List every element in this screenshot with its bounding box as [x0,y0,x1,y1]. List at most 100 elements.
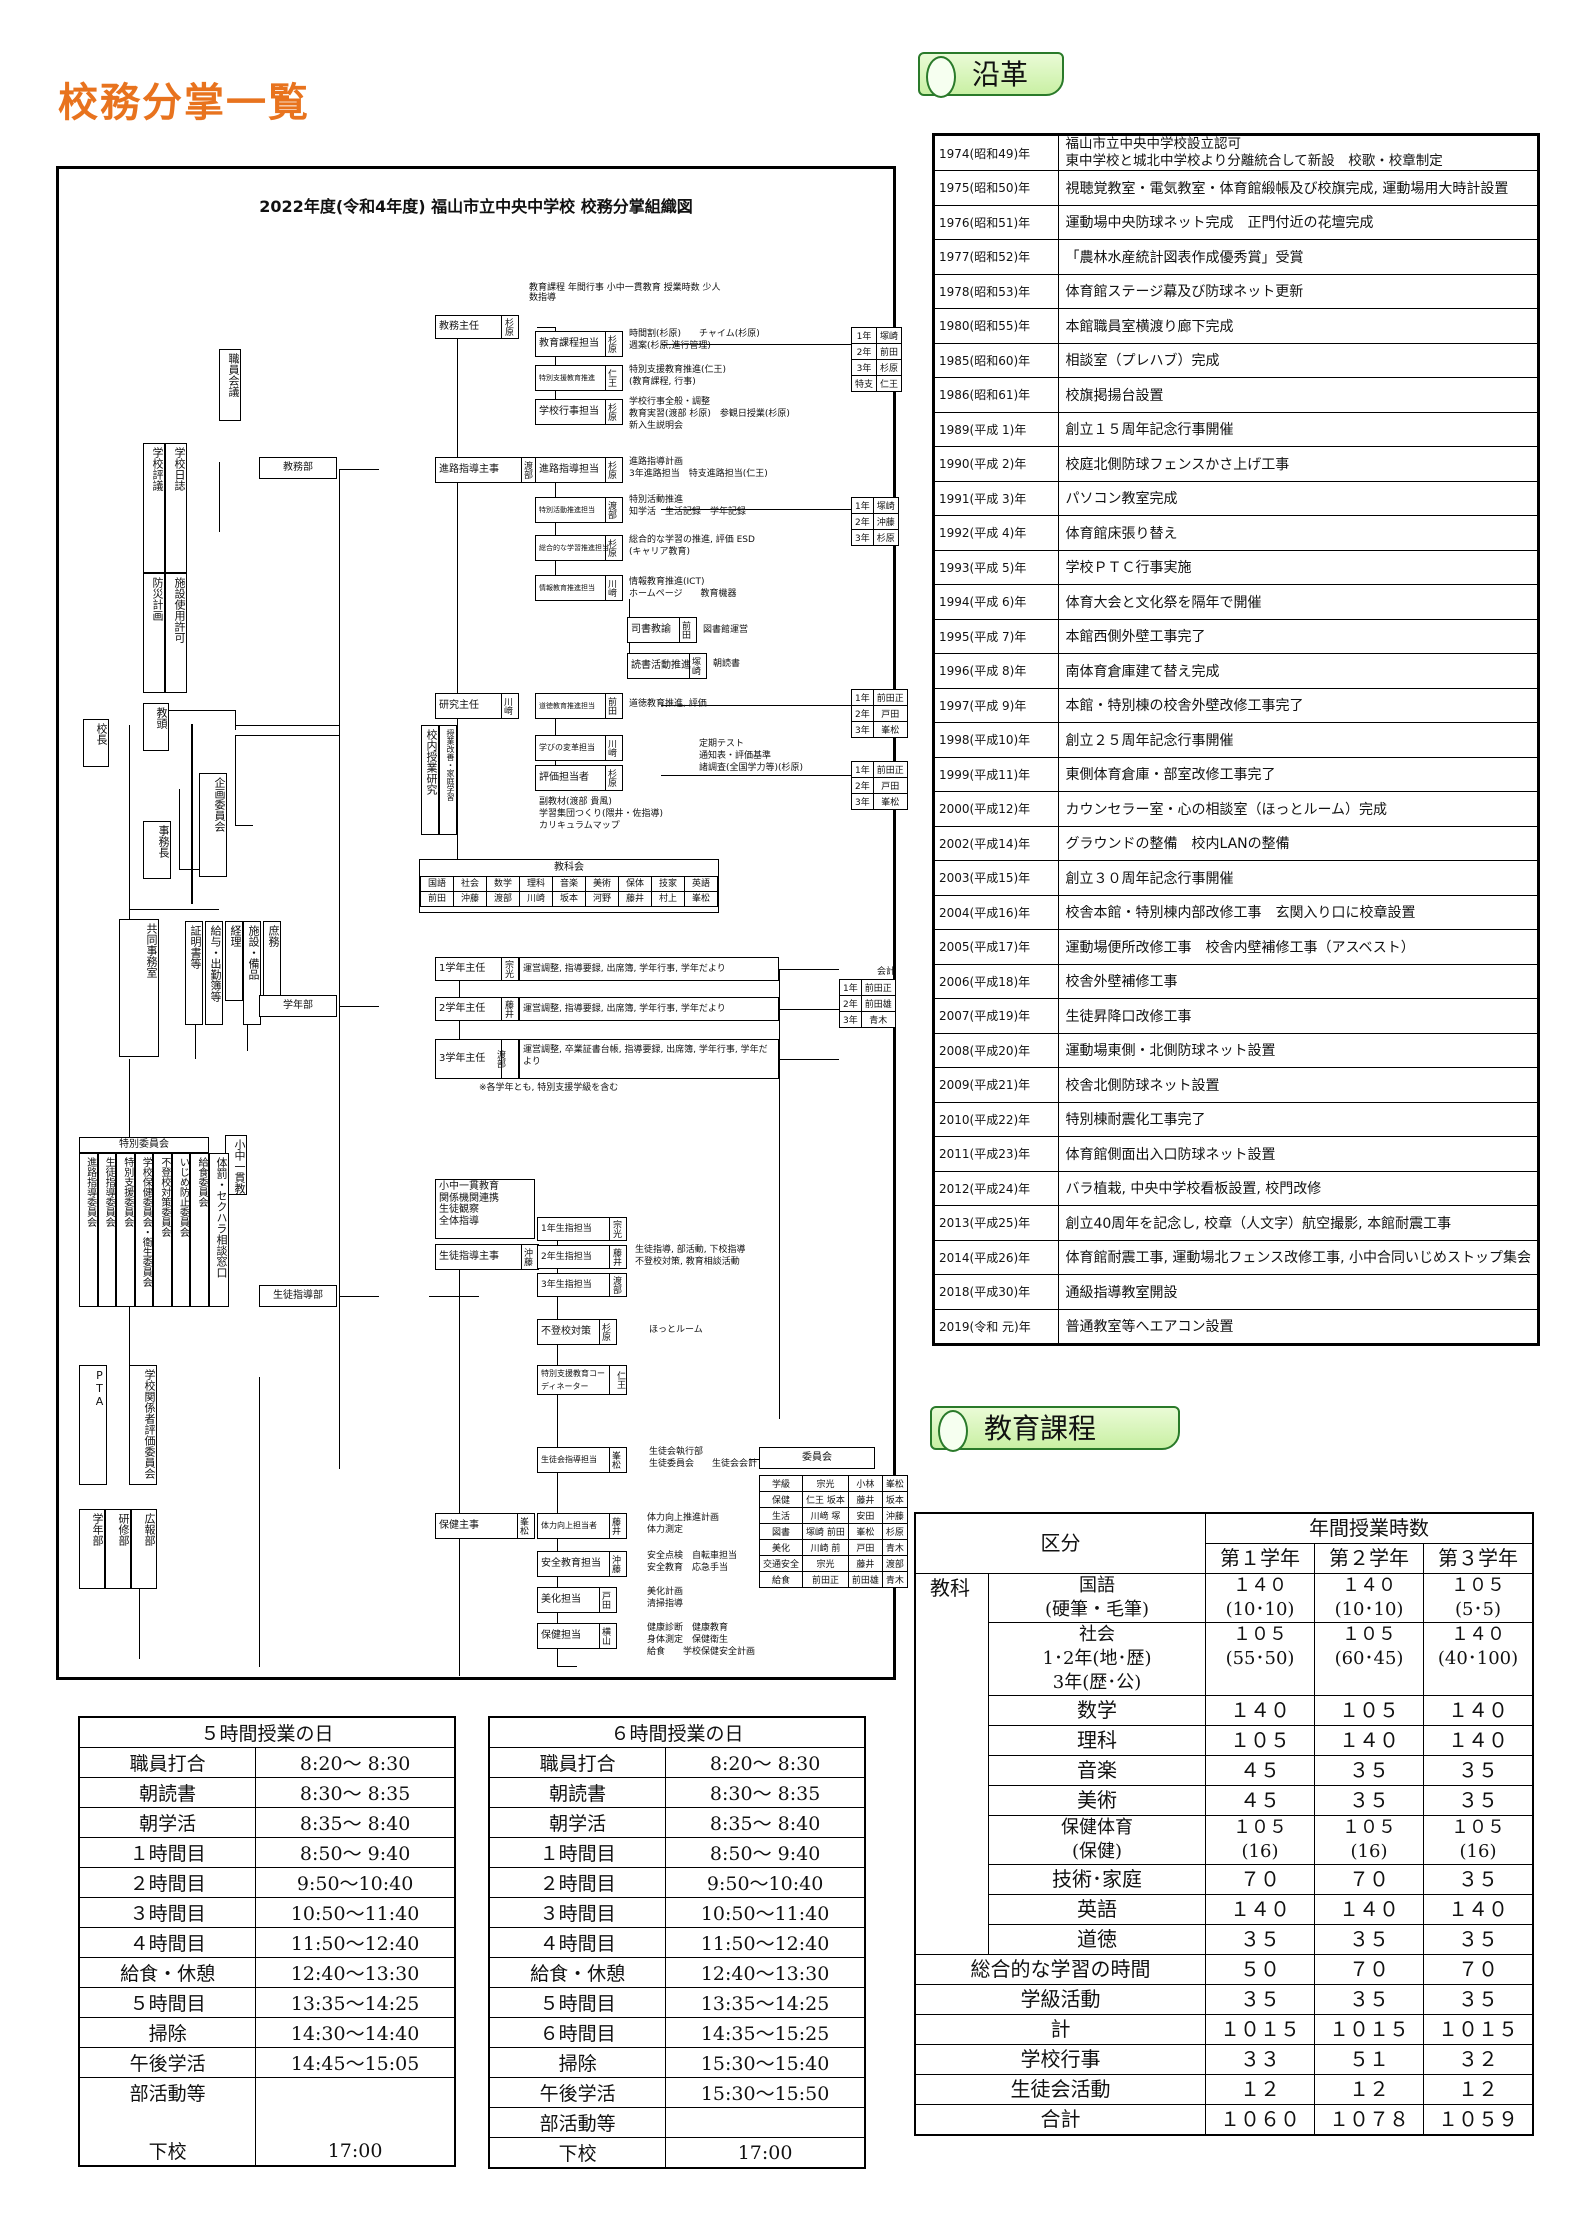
history-event: 体育館側面出入口防球ネット設置 [1058,1136,1539,1172]
schedule-label [79,2107,256,2136]
curriculum-hours: ３３ [1205,2044,1315,2075]
history-year: 1985(昭和60)年 [932,342,1060,378]
node-tokushi: 特別支援教育推進仁王 [535,365,623,391]
curriculum-hours: １４０ [1423,1725,1534,1756]
iinkai-item: 生徒指導委員会 [97,1153,117,1307]
grid-cell: 3年 [850,359,878,376]
history-event: 校旗掲揚台設置 [1058,377,1539,413]
history-row: 2014(平成26)年体育館耐震工事, 運動場北フェンス改修工事, 小中合同いじ… [932,1239,1539,1275]
schedule-time: 15:30～15:50 [665,2077,865,2108]
hoken-note2: 身体測定 保健衛生 [647,1635,729,1645]
joho-note1: 情報教育推進(ICT) [629,577,705,587]
history-event: バラ植栽, 中央中学校看板設置, 校門改修 [1058,1170,1539,1206]
subject-name-line: 技術･家庭 [1052,1867,1142,1891]
history-year: 1989(平成 1)年 [932,411,1060,447]
history-event: 校舎北側防球ネット設置 [1058,1067,1539,1103]
curriculum-other-name: 学級活動 [914,1984,1206,2015]
node-tairyoku: 体力向上担当者藤井 [537,1513,627,1539]
schedule-time: 14:45～15:05 [255,2047,455,2078]
grid-cell: 交通安全 [758,1555,804,1572]
iinkai-item: 特別支援委員会 [116,1153,135,1307]
history-row: 1985(昭和60)年相談室（プレハブ）完成 [932,342,1539,378]
history-event: 福山市立中央中学校設立認可東中学校と城北中学校より分離統合して新設 校歌・校章制… [1058,134,1539,171]
node-dotoku: 道徳教育推進担当前田 [535,693,623,719]
grid-cell: 前田正 [802,1571,849,1588]
node-kyomu-bu: 教務部 [259,457,337,479]
grid-cell: 青木 [860,1011,896,1028]
node-hoken: 保健担当横山 [537,1623,617,1649]
history-event: 校庭北側防球フェンスかさ上げ工事 [1058,446,1539,482]
iinkai-item: 学校保健委員会・衛生委員会 [134,1153,154,1307]
node-hoken-shuji: 保健主事峯松 [435,1513,535,1539]
hours-sub: (40･100) [1437,1648,1519,1669]
grade-row: 3年杉原 [850,359,903,376]
seitokai-note2: 生徒委員会 生徒会会計 [649,1459,758,1469]
history-event: 普通教室等へエアコン設置 [1058,1308,1539,1345]
schedule-label: 午後学活 [489,2077,666,2108]
schedule-label: ３時間目 [79,1897,256,1928]
history-row: 1980(昭和55)年本館職員室横渡り廊下完成 [932,308,1539,344]
curriculum-head-kubun: 区分 [914,1512,1206,1574]
history-row: 1991(平成 3)年パソコン教室完成 [932,480,1539,516]
schedule-time: 12:40～13:30 [665,1957,865,1988]
node-shochu: 小中一貫教育 [225,1135,247,1195]
schedule-title: ６時間授業の日 [489,1717,865,1748]
hours-main: ３５ [1349,1927,1389,1951]
subject-name-line: 英語 [1077,1897,1117,1921]
history-event: 運動場東側・北側防球ネット設置 [1058,1032,1539,1068]
node-manabi: 学びの変革担当川﨑 [535,735,623,761]
g1-note: 運営調整, 指導要録, 出席簿, 学年行事, 学年だより [519,957,779,981]
anzen-note2: 安全教育 応急手当 [647,1563,729,1573]
grid-cell: 塚崎 [876,327,903,344]
history-event-line: 福山市立中央中学校設立認可 [1065,136,1241,152]
subject-name-line: 国語 [1079,1575,1115,1596]
history-year: 1978(昭和53)年 [932,273,1060,309]
curriculum-hours: ３５ [1314,1984,1424,2015]
g3-note: 運営調整, 卒業証書台帳, 指導要録, 出席簿, 学年行事, 学年だより [519,1039,779,1079]
schedule-label: ５時間目 [489,1987,666,2018]
schedule-time: 8:35～ 8:40 [255,1807,455,1838]
curriculum-hours: ３５ [1314,1755,1424,1786]
node-kyoto: 教頭 [143,703,169,751]
history-row: 1993(平成 5)年学校ＰＴＣ行事実施 [932,549,1539,585]
curriculum-hours: １０５(16) [1314,1815,1424,1865]
tokkatsu-note1: 特別活動推進 [629,495,684,505]
grid-cell: 前田正 [872,761,908,778]
history-year: 2002(平成14)年 [932,825,1060,861]
grid-cell: 生活 [758,1507,804,1524]
bika-note1: 美化計画 [647,1587,684,1597]
curriculum-hours: ４５ [1205,1785,1315,1816]
kyoka-name: 峯松 [684,891,718,907]
grade-row: 3年峯松 [851,721,908,738]
history-row: 1994(平成 6)年体育大会と文化祭を隔年で開催 [932,584,1539,620]
history-event: 通級指導教室開設 [1058,1274,1539,1310]
history-tag: 沿革 [918,52,1064,98]
node-kikaku-iinkai: 企画委員会 [199,773,227,877]
hours-main: １４０ [1230,1897,1290,1921]
curriculum-subject-name: 保健体育(保健) [988,1815,1206,1865]
history-row: 1995(平成 7)年本館西側外壁工事完了 [932,618,1539,654]
schedule-label: １時間目 [489,1837,666,1868]
s-note1: 生徒指導, 部活動, 下校指導 [635,1245,746,1255]
history-event: グラウンドの整備 校内LANの整備 [1058,825,1539,861]
history-row: 2019(令和 元)年普通教室等へエアコン設置 [932,1308,1539,1345]
grade-row: 2年戸田 [851,705,908,722]
schedule-row [79,2107,455,2136]
node-seitokai: 生徒会指導担当峯松 [537,1447,627,1473]
iinkai-row: 保健仁王 坂本藤井坂本 [758,1491,908,1508]
history-year: 1991(平成 3)年 [932,480,1060,516]
node-dokusho: 読書活動推進塚崎 [627,653,707,679]
tokushi-note1: 特別支援教育推進(仁王) [629,365,727,375]
kyomu-note: 教育課程 年間行事 小中一貫教育 授業時数 少人数指導 [529,283,721,304]
kyoka-subject: 国語 [420,876,454,892]
history-row: 2004(平成16)年校舎本館・特別棟内部改修工事 玄関入り口に校章設置 [932,894,1539,930]
history-year: 1995(平成 7)年 [932,618,1060,654]
org-chart: 2022年度(令和4年度) 福山市立中央中学校 校務分掌組織図 [56,166,908,1680]
